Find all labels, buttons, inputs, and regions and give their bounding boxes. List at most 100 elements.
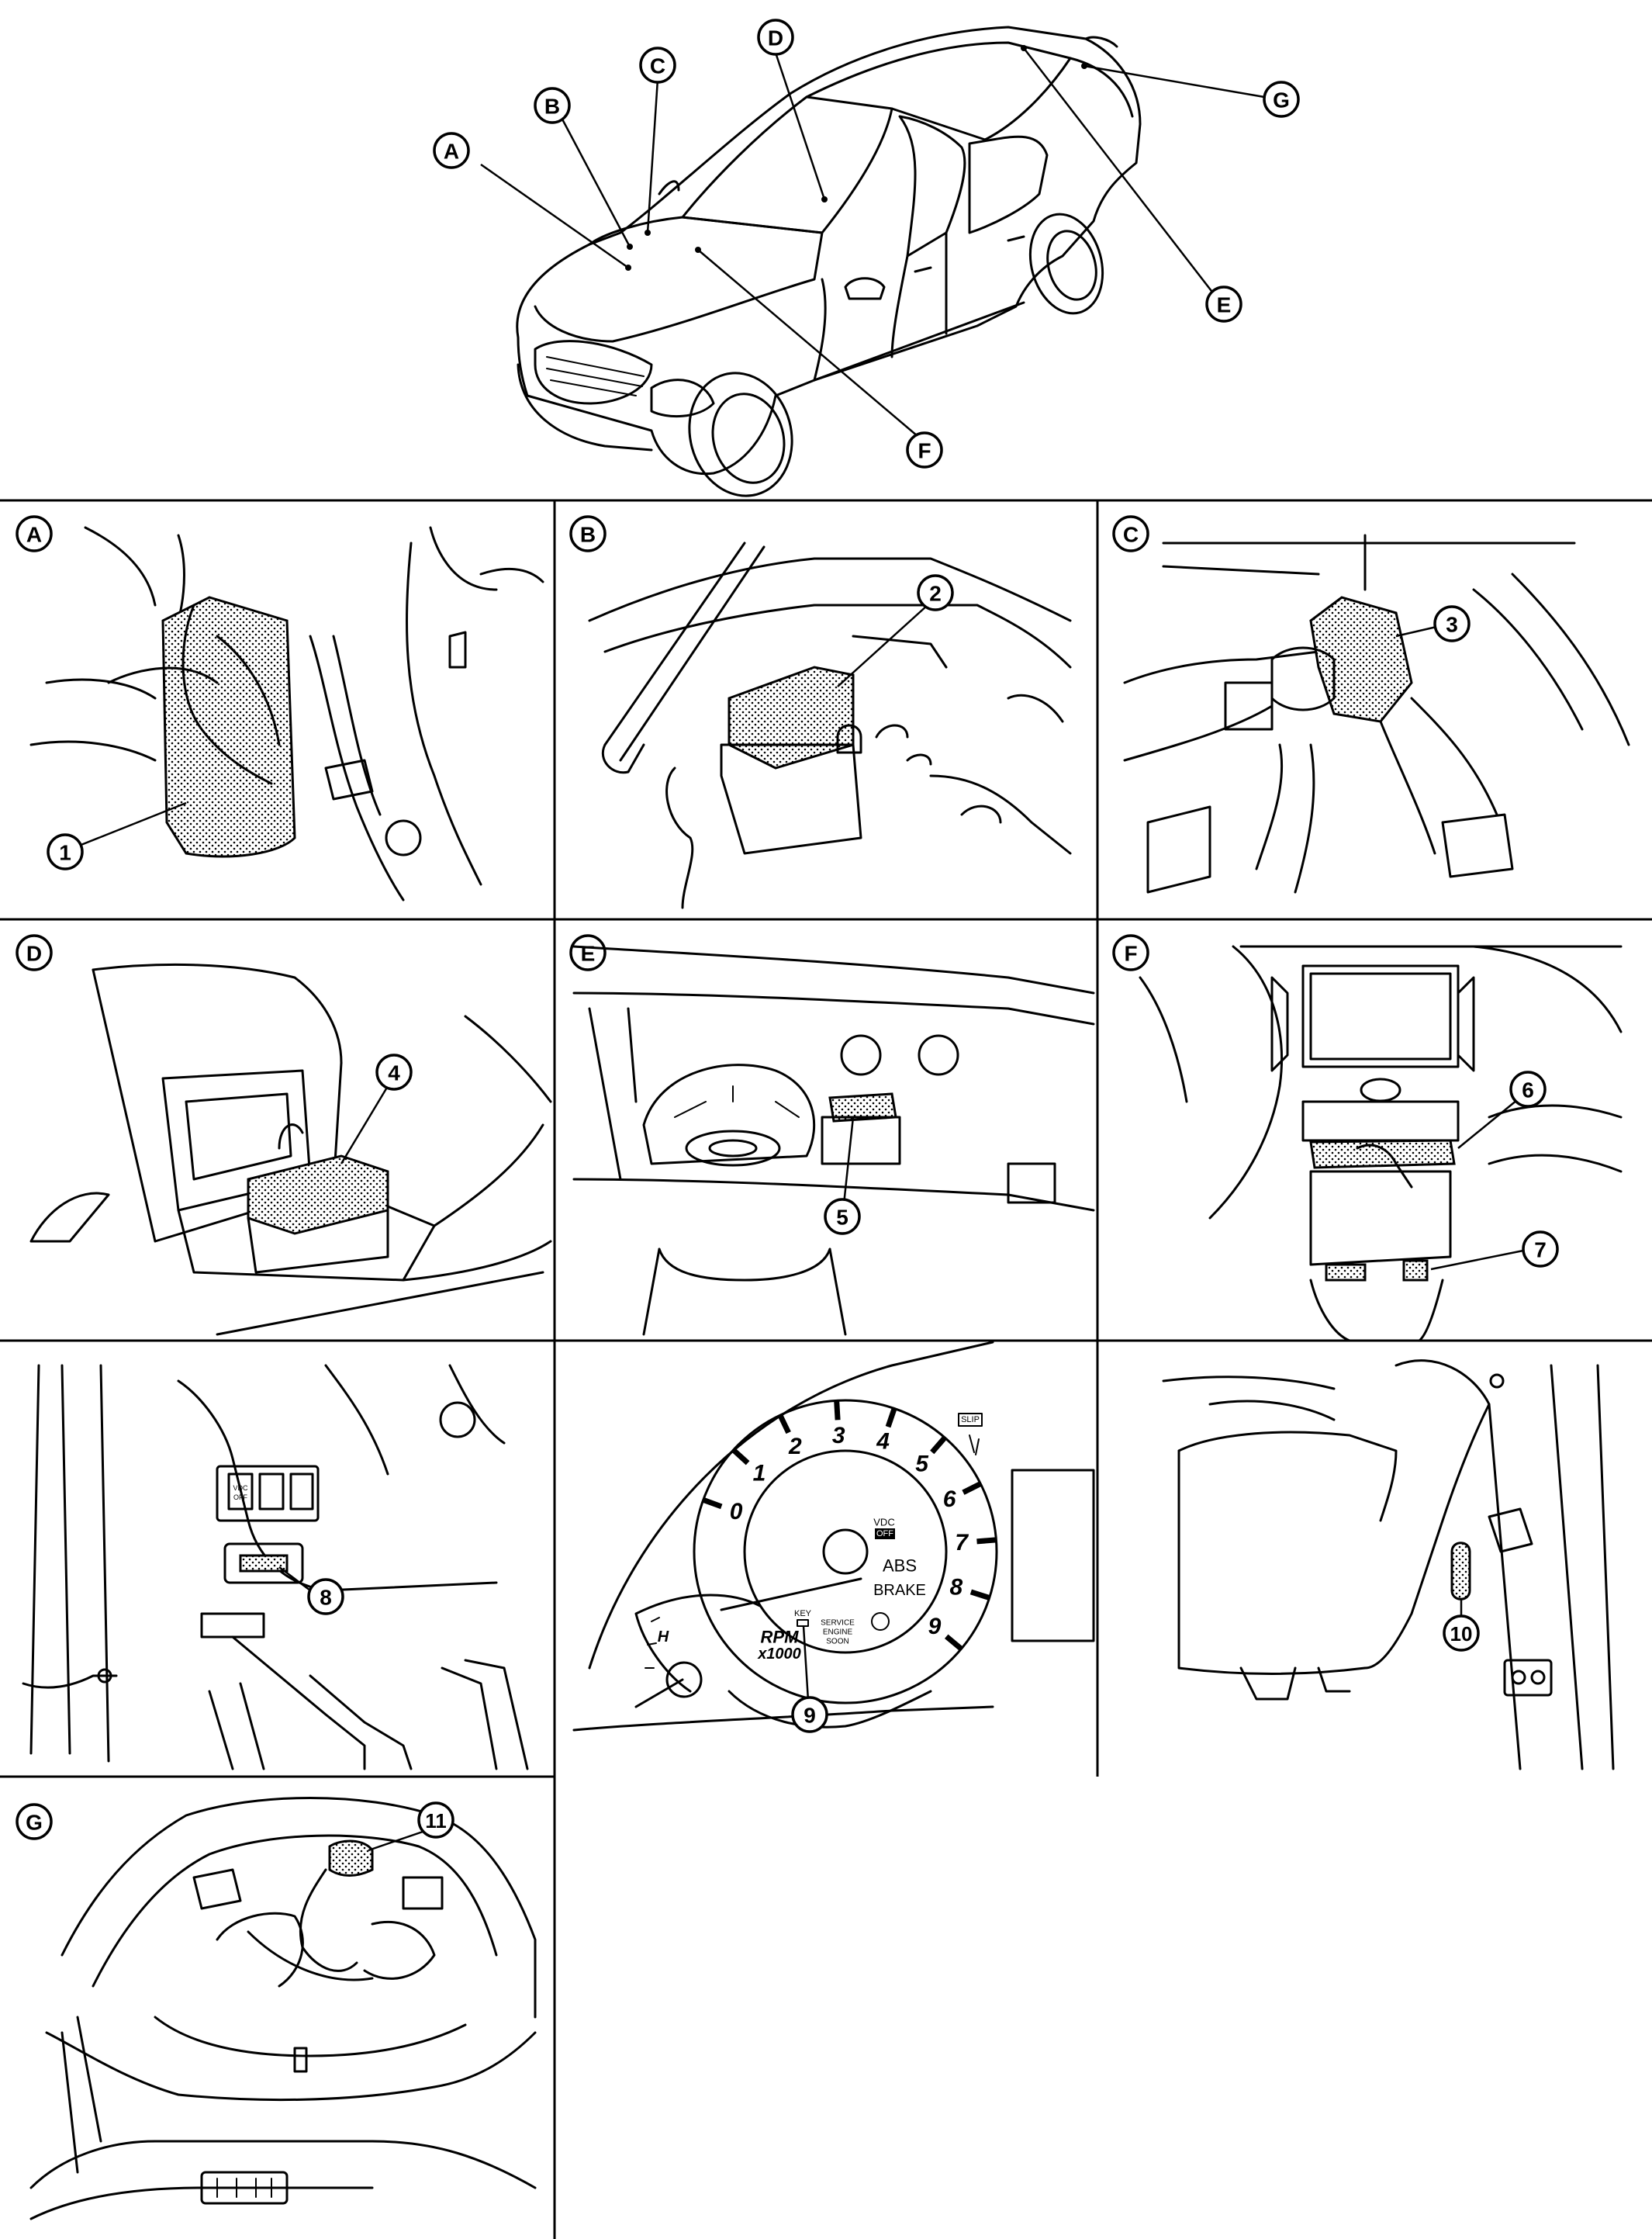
svg-text:E: E: [581, 942, 596, 966]
tach-number: 9: [928, 1614, 942, 1639]
connector-10-shape: [1450, 1542, 1471, 1601]
tach-tick: [885, 1407, 897, 1428]
tach-number: 5: [915, 1451, 929, 1476]
overview-label-a: A: [433, 132, 470, 169]
callout-7: 7: [1522, 1230, 1559, 1268]
panel-e-label: E: [569, 934, 607, 971]
callout-6: 6: [1509, 1071, 1547, 1108]
svg-text:11: 11: [425, 1809, 447, 1832]
svg-text:1: 1: [59, 841, 71, 865]
tach-tick: [731, 1448, 750, 1466]
overview-callouts: A B C D E F G: [433, 19, 1300, 469]
panel-e: E 5: [569, 934, 1095, 1336]
connector-2-shape: [728, 666, 855, 770]
slip-indicator-box: [958, 1413, 983, 1427]
callout-9: 9: [791, 1696, 828, 1733]
engine-label: ENGINE: [823, 1628, 853, 1637]
brake-label: BRAKE: [873, 1582, 926, 1599]
svg-text:E: E: [1217, 293, 1232, 317]
svg-text:A: A: [26, 523, 42, 547]
connector-11-shape: [328, 1839, 374, 1877]
overview-label-c: C: [639, 47, 676, 84]
abs-label: ABS: [883, 1556, 917, 1576]
panel-c-label: C: [1112, 515, 1149, 552]
connector-6-shape: [1309, 1139, 1456, 1169]
tach-number: 3: [832, 1423, 845, 1448]
svg-text:A: A: [444, 140, 459, 164]
callout-2: 2: [917, 574, 954, 611]
tach-number: 1: [753, 1461, 766, 1486]
panel-f: F 6 7: [1112, 934, 1623, 1342]
svg-text:D: D: [26, 942, 42, 966]
svg-text:B: B: [580, 523, 596, 547]
callout-10: 10: [1443, 1614, 1480, 1652]
panel-a: A 1: [16, 515, 544, 901]
tach-tick: [930, 1435, 947, 1455]
connector-1-shape: [161, 596, 296, 858]
tach-tick: [777, 1414, 791, 1434]
svg-text:6: 6: [1522, 1078, 1534, 1102]
svg-text:C: C: [1123, 523, 1139, 547]
vdc-off-label: OFF: [876, 1529, 893, 1538]
rpm-scale: x1000: [757, 1646, 801, 1663]
tach-number: 8: [949, 1574, 963, 1600]
connector-7a-shape: [1325, 1263, 1367, 1282]
svg-text:G: G: [1273, 88, 1290, 112]
panel-d-label: D: [16, 934, 53, 971]
tach-tick: [962, 1481, 982, 1495]
svg-text:8: 8: [320, 1586, 332, 1610]
svg-text:3: 3: [1446, 613, 1458, 637]
tach-tick: [976, 1537, 997, 1545]
callout-11: 11: [417, 1801, 454, 1839]
panel-f-label: F: [1112, 934, 1149, 971]
temp-h-label: H: [658, 1628, 669, 1646]
tach-number: 4: [876, 1429, 890, 1455]
svg-text:C: C: [650, 54, 665, 78]
soon-label: SOON: [826, 1638, 848, 1646]
overview-label-e: E: [1205, 285, 1242, 323]
overview-label-d: D: [757, 19, 794, 56]
connector-4-shape: [247, 1154, 389, 1235]
panel-b: B 2: [569, 515, 1072, 909]
tach-tick: [944, 1634, 963, 1652]
connector-3-shape: [1309, 596, 1413, 723]
panel-g-label: G: [16, 1803, 53, 1840]
callout-1: 1: [47, 833, 84, 870]
overview-label-g: G: [1263, 81, 1300, 118]
tach-ticks: [702, 1400, 997, 1652]
key-label: KEY: [794, 1609, 812, 1618]
tach-number: 7: [955, 1530, 969, 1556]
panel-c: C 3: [1112, 515, 1630, 894]
tach-tick: [834, 1400, 841, 1421]
tach-tick: [969, 1589, 990, 1601]
callout-8: 8: [307, 1578, 344, 1615]
panel-a-label: A: [16, 515, 53, 552]
service-label: SERVICE: [821, 1619, 855, 1628]
svg-text:VDC: VDC: [233, 1484, 248, 1492]
connector-8-shape: [239, 1554, 289, 1573]
callout-3: 3: [1433, 605, 1471, 642]
svg-text:9: 9: [804, 1704, 816, 1728]
overview-car: [516, 26, 1142, 497]
panel-g: G 11: [16, 1797, 537, 2220]
panel-pedal: VDC OFF 8: [22, 1364, 529, 1770]
rpm-label: RPM: [761, 1628, 800, 1647]
callout-5: 5: [824, 1198, 861, 1235]
svg-text:F: F: [918, 439, 931, 463]
panel-d: D 4: [16, 934, 552, 1336]
svg-text:D: D: [768, 26, 783, 50]
svg-text:7: 7: [1534, 1238, 1547, 1262]
tach-number: 2: [788, 1434, 802, 1459]
tach-number: 6: [943, 1486, 956, 1512]
svg-text:G: G: [26, 1811, 43, 1835]
svg-text:10: 10: [1450, 1622, 1473, 1646]
vdc-label: VDC: [873, 1517, 894, 1528]
svg-text:B: B: [544, 95, 560, 119]
connector-7b-shape: [1402, 1259, 1429, 1282]
svg-text:OFF: OFF: [233, 1493, 247, 1501]
overview-label-f: F: [906, 431, 943, 469]
svg-text:F: F: [1124, 942, 1137, 966]
